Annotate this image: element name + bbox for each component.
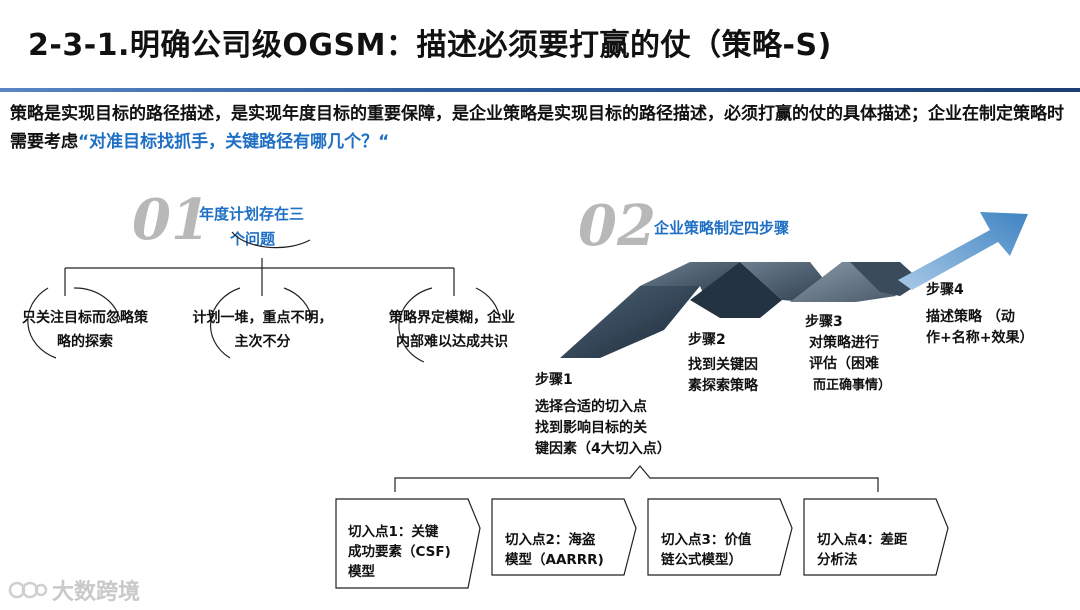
step-1-line3: 键因素（4大切入点） <box>535 439 671 460</box>
step-1-line2: 找到影响目标的关 <box>535 418 671 439</box>
step-2: 步骤2 找到关键因 素探索策略 <box>688 330 758 397</box>
problem-2: 计划一堆，重点不明， 主次不分 <box>180 306 345 354</box>
entry-point-1-line3: 模型 <box>348 562 474 582</box>
watermark-text: 大数跨境 <box>52 574 140 606</box>
step-1: 步骤1 选择合适的切入点 找到影响目标的关 键因素（4大切入点） <box>535 370 671 460</box>
problem-2-line1: 计划一堆，重点不明， <box>180 306 345 330</box>
problem-2-line2: 主次不分 <box>180 330 345 354</box>
arrow-head <box>898 212 1028 290</box>
problem-1-line2: 略的探索 <box>10 330 160 354</box>
watermark-icon <box>8 578 48 602</box>
step-4-label: 步骤4 <box>926 280 1033 301</box>
entry-point-2-line2: 模型（AARRR) <box>505 550 631 570</box>
step-3-label: 步骤3 <box>805 312 891 333</box>
problem-1-line1: 只关注目标而忽略策 <box>10 306 160 330</box>
arrow-segment-1 <box>560 286 700 358</box>
step-4-line2: 作+名称+效果） <box>926 328 1033 349</box>
step-4: 步骤4 描述策略 （动 作+名称+效果） <box>926 280 1033 349</box>
entry-point-3-line2: 链公式模型） <box>661 550 787 570</box>
entry-point-1-line1: 切入点1：关键 <box>348 522 474 542</box>
entry-point-4: 切入点4：差距 分析法 <box>817 530 943 570</box>
step-4-line1: 描述策略 （动 <box>926 307 1033 328</box>
entry-point-2: 切入点2：海盗 模型（AARRR) <box>505 530 631 570</box>
problem-3-line2: 内部难以达成共识 <box>362 330 542 354</box>
step-3-line2: 评估（困难 <box>805 354 891 375</box>
step-3-line1: 对策略进行 <box>805 333 891 354</box>
entry-point-1: 切入点1：关键 成功要素（CSF) 模型 <box>348 522 474 582</box>
section2-heading: 企业策略制定四步骤 <box>654 216 789 240</box>
step-1-label: 步骤1 <box>535 370 671 391</box>
entry-point-4-line2: 分析法 <box>817 550 943 570</box>
step-2-line1: 找到关键因 <box>688 355 758 376</box>
problem-1: 只关注目标而忽略策 略的探索 <box>10 306 160 354</box>
entry-point-2-line1: 切入点2：海盗 <box>505 530 631 550</box>
step-3-line3: 而正确事情） <box>805 375 891 396</box>
entry-point-1-line2: 成功要素（CSF) <box>348 542 474 562</box>
step-3: 步骤3 对策略进行 评估（困难 而正确事情） <box>805 312 891 396</box>
problem-3-line1: 策略界定模糊，企业 <box>362 306 542 330</box>
problem-3: 策略界定模糊，企业 内部难以达成共识 <box>362 306 542 354</box>
step-1-line1: 选择合适的切入点 <box>535 397 671 418</box>
entry-point-3-line1: 切入点3：价值 <box>661 530 787 550</box>
entry-bracket <box>395 466 878 492</box>
step-2-line2: 素探索策略 <box>688 376 758 397</box>
watermark-logo: 大数跨境 <box>8 574 140 606</box>
entry-point-4-line1: 切入点4：差距 <box>817 530 943 550</box>
entry-point-3: 切入点3：价值 链公式模型） <box>661 530 787 570</box>
section2-number: 02 <box>578 198 656 254</box>
root-arc <box>232 232 310 248</box>
step-2-label: 步骤2 <box>688 330 758 351</box>
